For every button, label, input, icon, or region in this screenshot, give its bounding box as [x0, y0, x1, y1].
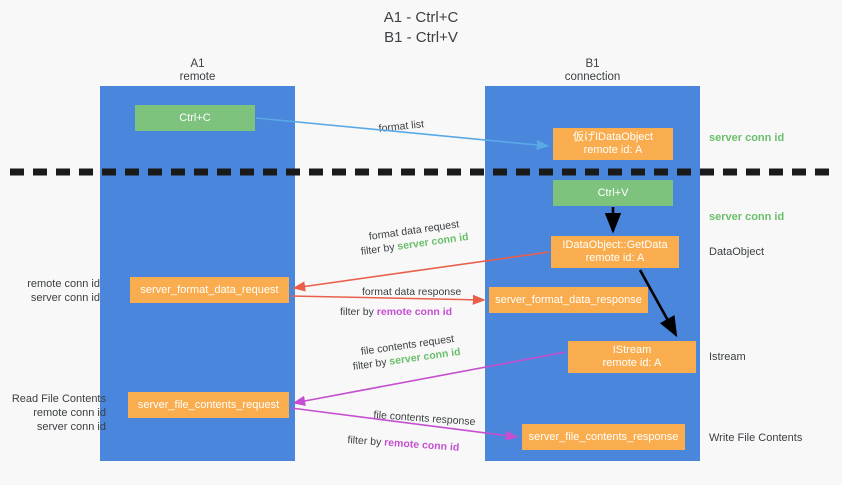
annotation-remote-conn-id-text: remote conn id — [27, 278, 100, 290]
annotation-conn-ids-middle: remote conn id server conn id — [8, 277, 100, 305]
arrow-format-data-response — [290, 294, 486, 305]
node-ctrl-c[interactable]: Ctrl+C — [135, 105, 255, 131]
lane-b1-role: connection — [564, 71, 621, 83]
annotation-write-file-contents: Write File Contents — [709, 431, 802, 445]
lane-a1-name: A1 — [190, 58, 205, 70]
annotation-write-file-contents-text: Write File Contents — [709, 432, 803, 444]
node-ctrl-v-label: Ctrl+V — [597, 186, 629, 199]
lane-a1-role: remote — [179, 71, 216, 83]
node-server-format-data-response[interactable]: server_format_data_response — [489, 287, 648, 313]
annotation-server-conn-id-second: server conn id — [709, 210, 784, 224]
node-idataobject[interactable]: 仮げIDataObject remote id: A — [553, 128, 673, 160]
lane-b1-header: B1 connection — [485, 58, 700, 84]
title-line-1: A1 - Ctrl+C — [383, 9, 459, 26]
annotation-server-conn-id-text: server conn id — [30, 292, 100, 304]
arrow-getdata-to-istream — [638, 269, 678, 338]
annotation-dataobject: DataObject — [709, 245, 764, 259]
lane-b1-name: B1 — [585, 58, 600, 70]
arrow-format-list — [255, 117, 550, 151]
node-idataobject-getdata[interactable]: IDataObject::GetData remote id: A — [551, 236, 679, 268]
node-istream-subtitle: remote id: A — [602, 357, 662, 369]
node-server-format-data-response-label: server_format_data_response — [495, 293, 642, 306]
title-line-2: B1 - Ctrl+V — [384, 29, 458, 46]
node-ctrl-v[interactable]: Ctrl+V — [553, 180, 673, 206]
annotation-istream-text: Istream — [709, 351, 746, 363]
node-idataobject-title: 仮げIDataObject — [572, 131, 654, 143]
node-istream-title: IStream — [612, 344, 652, 356]
filter-by-text: filter by — [340, 306, 374, 318]
label-format-data-response-text: format data response — [362, 286, 462, 298]
node-getdata-title: IDataObject::GetData — [562, 239, 668, 251]
annotation-server-conn-id-top: server conn id — [709, 131, 784, 145]
node-server-format-data-request-label: server_format_data_request — [140, 283, 279, 296]
node-ctrl-c-label: Ctrl+C — [179, 111, 211, 124]
page-title: A1 - Ctrl+C B1 - Ctrl+V — [0, 8, 842, 48]
node-istream[interactable]: IStream remote id: A — [568, 341, 696, 373]
annotation-server-conn-id-text: server conn id — [36, 421, 106, 433]
node-server-file-contents-request-label: server_file_contents_request — [137, 398, 280, 411]
annotation-server-conn-id-text: server conn id — [709, 211, 785, 223]
node-server-file-contents-request[interactable]: server_file_contents_request — [128, 392, 289, 418]
annotation-istream: Istream — [709, 350, 746, 364]
arrow-file-contents-request — [292, 351, 567, 406]
label-format-data-response-filter: filter by remote conn id — [340, 305, 452, 319]
node-server-format-data-request[interactable]: server_format_data_request — [130, 277, 289, 303]
lane-a1-header: A1 remote — [100, 58, 295, 84]
arrow-file-contents-response — [290, 407, 519, 441]
label-format-data-response: format data response — [362, 285, 461, 299]
node-server-file-contents-response[interactable]: server_file_contents_response — [522, 424, 685, 450]
annotation-dataobject-text: DataObject — [709, 246, 765, 258]
annotation-read-file-contents-group: Read File Contents remote conn id server… — [8, 392, 106, 434]
remote-conn-id-text: remote conn id — [376, 306, 453, 318]
node-idataobject-subtitle: remote id: A — [583, 144, 643, 156]
annotation-server-conn-id-text: server conn id — [709, 132, 785, 144]
annotation-read-file-contents-text: Read File Contents — [11, 393, 106, 405]
arrow-format-data-request — [292, 251, 550, 292]
node-getdata-subtitle: remote id: A — [585, 252, 645, 264]
annotation-remote-conn-id-text: remote conn id — [33, 407, 106, 419]
node-server-file-contents-response-label: server_file_contents_response — [528, 430, 679, 443]
